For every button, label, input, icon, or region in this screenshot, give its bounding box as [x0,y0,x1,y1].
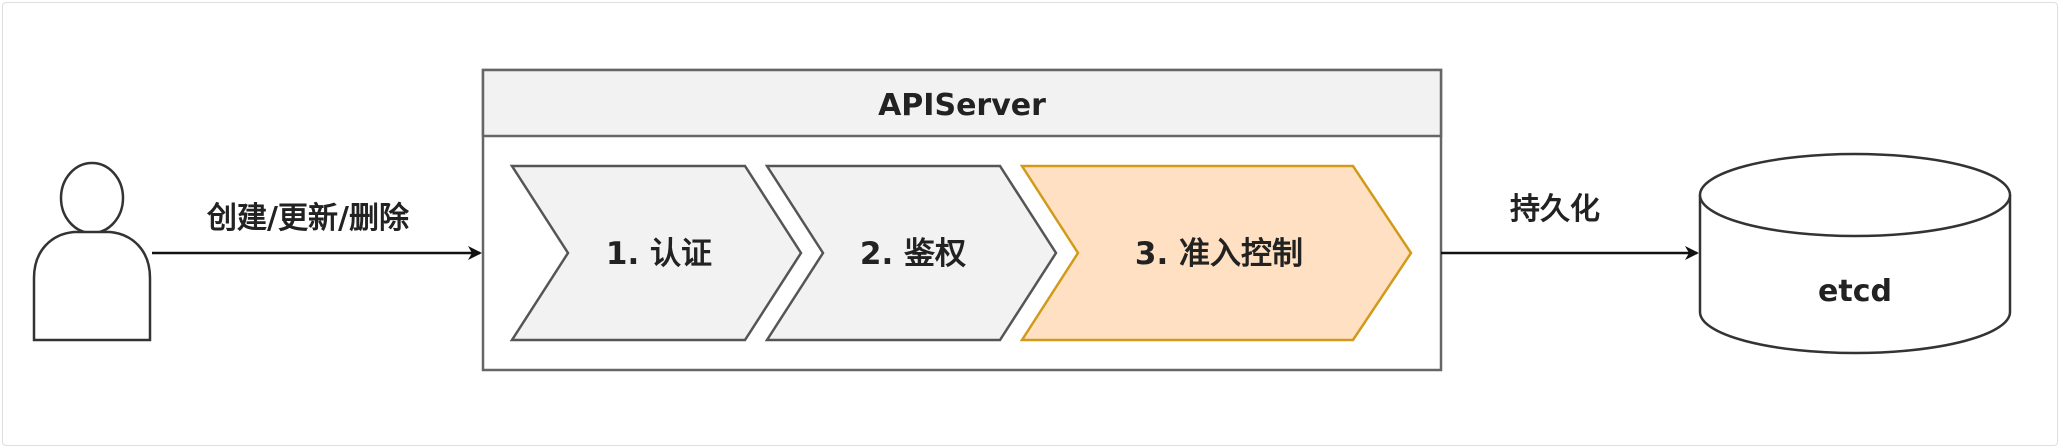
stage-authentication: 1. 认证 [509,164,803,342]
stage-admission-control-label: 3. 准入控制 [1135,236,1303,272]
stage-admission-control: 3. 准入控制 [1019,164,1413,342]
database-cylinder-icon: etcd [1698,152,2012,355]
request-arrow-label: 创建/更新/删除 [206,201,410,236]
stage-authorization: 2. 鉴权 [764,164,1058,342]
user-icon [32,161,152,342]
stage-authorization-label: 2. 鉴权 [860,236,966,272]
apiserver-title: APIServer [878,88,1046,123]
stage-authentication-label: 1. 认证 [606,236,712,272]
persist-arrow-label: 持久化 [1510,192,1600,227]
etcd-label: etcd [1818,274,1892,309]
